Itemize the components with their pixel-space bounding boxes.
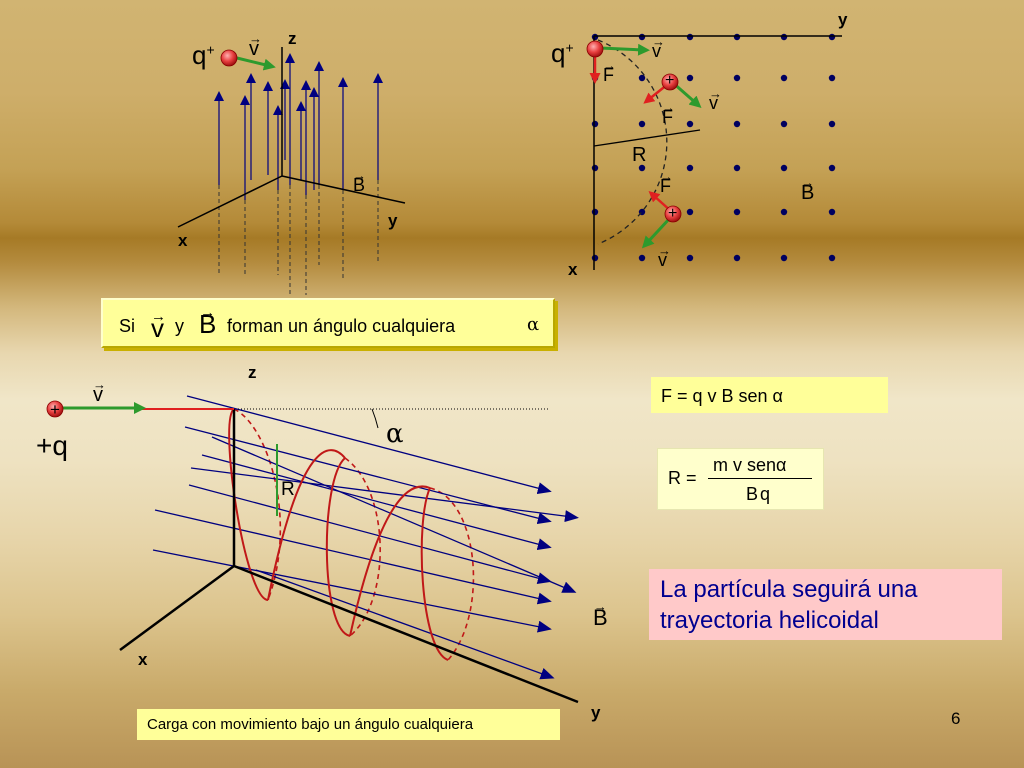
radius-formula-numerator: m v senα xyxy=(713,455,787,475)
condition-v: →v xyxy=(151,308,166,343)
charge-ball-bottom-diagram xyxy=(46,400,64,418)
helix-text-line2: trayectoria helicoidal xyxy=(660,607,879,634)
page-number: 6 xyxy=(951,709,961,728)
condition-alpha: α xyxy=(527,314,540,335)
axis-y-label-right: y xyxy=(838,10,848,29)
charge-label-bottom: +q xyxy=(36,430,68,461)
radius-label-bottom: R xyxy=(281,479,295,500)
charge-ball-middle xyxy=(661,73,679,91)
field-line-tails xyxy=(218,180,379,295)
caption-text: Carga con movimiento bajo un ángulo cual… xyxy=(147,716,474,733)
helix-front xyxy=(228,408,449,661)
f-label-middle: →F xyxy=(662,100,675,127)
plus-sign-middle: + xyxy=(665,72,675,89)
axis-z-label: z xyxy=(288,29,297,48)
radius-line xyxy=(593,129,701,147)
charge-ball-top-right xyxy=(586,40,604,58)
v-label-middle: →v xyxy=(709,86,722,113)
b-field-dots xyxy=(591,33,836,262)
axis-x-label: x xyxy=(178,231,188,250)
velocity-arrow-top-left xyxy=(236,56,276,71)
v-label-top: →v xyxy=(652,34,665,61)
velocity-arrow-bottom xyxy=(641,216,672,249)
plus-sign-bottom: + xyxy=(668,205,678,222)
radius-formula-box: R = m v senα Bq xyxy=(657,448,824,510)
condition-y: y xyxy=(175,316,184,336)
circular-trajectory xyxy=(597,39,668,245)
f-label-bottom: →F xyxy=(660,169,673,196)
radius-label: R xyxy=(632,144,647,166)
charge-label-top-left: q+ xyxy=(192,40,215,70)
axes-bottom xyxy=(119,409,579,704)
f-label-top: →F xyxy=(603,58,616,85)
force-formula-box: F = q v B sen α xyxy=(651,377,888,413)
condition-si: Si xyxy=(119,316,136,336)
alpha-label: α xyxy=(386,419,404,449)
plus-sign-bottom-diagram: + xyxy=(50,400,60,419)
charge-ball-top-left xyxy=(220,49,238,67)
v-label-top-left: →v xyxy=(249,31,262,60)
helix-back-dashed xyxy=(233,408,475,661)
fraction-bar xyxy=(708,478,812,479)
condition-text: forman un ángulo cualquiera xyxy=(227,316,456,336)
charge-ball-bottom xyxy=(664,205,682,223)
field-lines-up xyxy=(214,53,383,200)
alpha-arc xyxy=(371,408,379,429)
axis-x-label-bottom: x xyxy=(138,650,148,669)
b-label-top-right: →B xyxy=(801,175,815,204)
velocity-arrow-top xyxy=(599,43,650,56)
field-lines-oblique xyxy=(152,395,579,680)
helix-text-line1: La partícula seguirá una xyxy=(660,576,918,603)
axis-z-label-bottom: z xyxy=(248,363,257,382)
helix-text-box: La partícula seguirá una trayectoria hel… xyxy=(649,569,1002,640)
v-label-bottom-diagram: →v xyxy=(93,377,106,406)
v-label-bottom: →v xyxy=(658,243,671,270)
condition-b: →B xyxy=(199,304,217,339)
caption-box: Carga con movimiento bajo un ángulo cual… xyxy=(137,709,560,740)
condition-box: Si →v y →B forman un ángulo cualquiera α xyxy=(101,298,555,348)
b-label-bottom: →B xyxy=(593,599,608,630)
charge-label-top-right: q+ xyxy=(551,38,574,68)
radius-formula-denominator: Bq xyxy=(746,484,773,504)
radius-formula-left: R = xyxy=(668,468,697,488)
axis-y-label-bottom: y xyxy=(591,703,601,722)
b-label-top-left: →B xyxy=(353,168,366,195)
force-formula: F = q v B sen α xyxy=(661,386,783,406)
axis-y-label: y xyxy=(388,211,398,230)
axis-x-label-right: x xyxy=(568,260,578,279)
axes-top-left xyxy=(177,47,406,228)
